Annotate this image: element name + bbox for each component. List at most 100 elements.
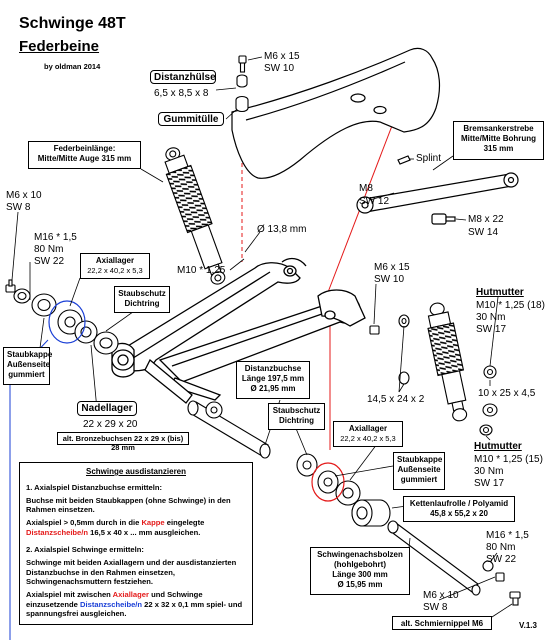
step2-b: und Schwinge einzusetzende [26,589,203,609]
step1-title: 1. Axialspiel Distanzbuchse ermitteln: [26,483,163,493]
axiallager-left-line1: Axiallager [95,256,135,265]
swingarm [111,257,366,404]
staubkappe-right-line3: gummiert [400,475,438,484]
label-gummituelle: Gummitülle [158,112,224,126]
page-subtitle: Federbeine [19,38,100,55]
label-hutmutter-bottom: Hutmutter [474,441,522,452]
instructions-box: Schwinge ausdistanzieren 1. Axialspiel D… [19,462,253,625]
label-nadellager-dim: 22 x 29 x 20 [83,419,138,430]
staubkappe-left-line3: gummiert [8,370,45,379]
kettenlauf-line2: 45,8 x 55,2 x 20 [430,509,488,518]
label-washer-10: 10 x 25 x 4,5 [478,388,536,399]
label-axiallager-left: Axiallager 22,2 x 40,2 x 5,3 [80,253,150,279]
top-bolt-assembly [235,55,249,113]
label-bronzebuchsen: alt. Bronzebuchsen 22 x 29 x (bis) 28 mm [57,432,189,452]
distanzbuchse-line1: Distanzbuchse [244,364,302,373]
step1-text: Buchse mit beiden Staubkappen (ohne Schw… [26,495,231,515]
label-m6x15-top: M6 x 15 [264,51,300,62]
label-dia-13-8: Ø 13,8 mm [257,224,307,235]
step2-title: 2. Axialspiel Schwinge ermitteln: [26,545,144,555]
staubschutz-left-line2: Dichtring [124,299,160,308]
right-shock [427,302,468,422]
label-hutmutter-top: Hutmutter [476,287,524,298]
label-washer-14-5: 14,5 x 24 x 2 [367,394,425,405]
distanzbuchse-line3: Ø 21,95 mm [250,384,296,393]
step1-b: eingelegte [164,518,205,528]
step1-kappe: Kappe [141,518,165,528]
brake-anchor-rod [356,155,519,225]
step2-instruction: Axialspiel mit zwischen Axiallager und S… [26,590,246,619]
label-sw12: SW 12 [359,196,390,207]
label-m6x15-mid: M6 x 15 [374,262,410,273]
label-nadellager: Nadellager [77,401,137,416]
schwingenachse-line2: (hohlgebohrt) [334,560,386,569]
label-sw10-top: SW 10 [264,63,295,74]
label-staubschutz-right: Staubschutz Dichtring [268,403,325,430]
staubschutz-right-line1: Staubschutz [272,406,321,415]
highlight-circle-left [48,300,86,344]
step2-text: Schwinge mit beiden Axiallagern und der … [26,558,237,587]
label-m6x10-left: M6 x 10 [6,190,42,201]
label-m6x10-bottom: M6 x 10 [423,590,459,601]
label-sw22-left: SW 22 [34,256,65,267]
step1-a: Axialspiel > 0,5mm durch in die [26,518,142,528]
label-schmiernippel: alt. Schmiernippel M6 [392,616,492,630]
schwingenachse-line4: Ø 15,95 mm [337,580,383,589]
step1-instruction: Axialspiel > 0,5mm durch in die Kappe ei… [26,518,246,537]
step2-a: Axialspiel mit zwischen [26,589,113,599]
label-hut-top-torque: 30 Nm [476,312,506,323]
schwingenachse-line3: Länge 300 mm [332,570,388,579]
federbeinlaenge-line1: Federbeinlänge: [53,144,116,153]
label-sw10-mid: SW 10 [374,274,405,285]
staubkappe-left-line2: Außenseite [7,360,51,369]
label-hut-top-thread: M10 * 1,25 (18) [476,300,545,311]
schwingenachse-line1: Schwingenachsbolzen [317,550,403,559]
label-distanzhuelse-dim: 6,5 x 8,5 x 8 [154,88,209,99]
label-m10-125: M10 * 1,25 [177,265,226,276]
step2-axiallager: Axiallager [112,589,149,599]
label-hut-bot-sw: SW 17 [474,478,505,489]
staubkappe-right-line1: Staubkappe [397,455,443,464]
label-schwingenachsbolzen: Schwingenachsbolzen (hohlgebohrt) Länge … [310,547,410,595]
label-hut-bot-thread: M10 * 1,25 (15) [474,454,543,465]
label-kettenlaufrolle: Kettenlaufrolle / Polyamid 45,8 x 55,2 x… [403,496,515,522]
distanzbuchse-line2: Länge 197,5 mm [241,374,305,383]
staubkappe-right-line2: Außenseite [397,465,441,474]
axiallager-right-line2: 22,2 x 40,2 x 5,3 [340,434,396,443]
step2-c: 22 x 32 x 0,1 mm spiel- und spannungsfre… [26,599,243,619]
label-hut-bot-torque: 30 Nm [474,466,504,477]
label-axiallager-right: Axiallager 22,2 x 40,2 x 5,3 [333,421,403,447]
staubkappe-left-line1: Staubkappe [7,350,53,359]
author-credit: by oldman 2014 [44,62,101,71]
axiallager-right-line1: Axiallager [348,424,388,433]
left-bearing-stack [5,279,119,355]
label-staubkappe-left: Staubkappe Außenseite gummiert [3,347,53,385]
label-80nm-left: 80 Nm [34,244,64,255]
label-m8: M8 [359,183,373,194]
label-sw8-left: SW 8 [6,202,31,213]
label-80nm-right: 80 Nm [486,542,516,553]
bremsanker-line1: Bremsankerstrebe [463,124,534,133]
step1-distanzscheibe: Distanzscheibe/n [26,527,89,537]
step1-c: 16,5 x 40 x ... mm ausgleichen. [88,527,201,537]
version-label: V.1.3 [519,621,537,630]
distance-bushing [187,400,271,459]
leader-lines [11,56,513,618]
label-bremsankerstrebe: Bremsankerstrebe Mitte/Mitte Bohrung 315… [453,121,544,160]
step2-distanzscheibe: Distanzscheibe/n [80,599,143,609]
right-bearing-stack [296,453,391,527]
label-sw14: SW 14 [468,227,499,238]
chain-guard [231,47,441,179]
left-shock [164,147,226,285]
federbeinlaenge-line2: Mitte/Mitte Auge 315 mm [37,154,132,163]
staubschutz-right-line2: Dichtring [278,416,315,425]
mid-hardware [369,314,498,436]
axiallager-left-line2: 22,2 x 40,2 x 5,3 [87,266,143,275]
highlight-circle-right [311,462,345,502]
label-sw8-bottom: SW 8 [423,602,448,613]
label-staubschutz-left: Staubschutz Dichtring [114,286,170,313]
label-m8x22: M8 x 22 [468,214,504,225]
label-m16-right: M16 * 1,5 [486,530,529,541]
kettenlauf-line1: Kettenlaufrolle / Polyamid [409,499,509,508]
